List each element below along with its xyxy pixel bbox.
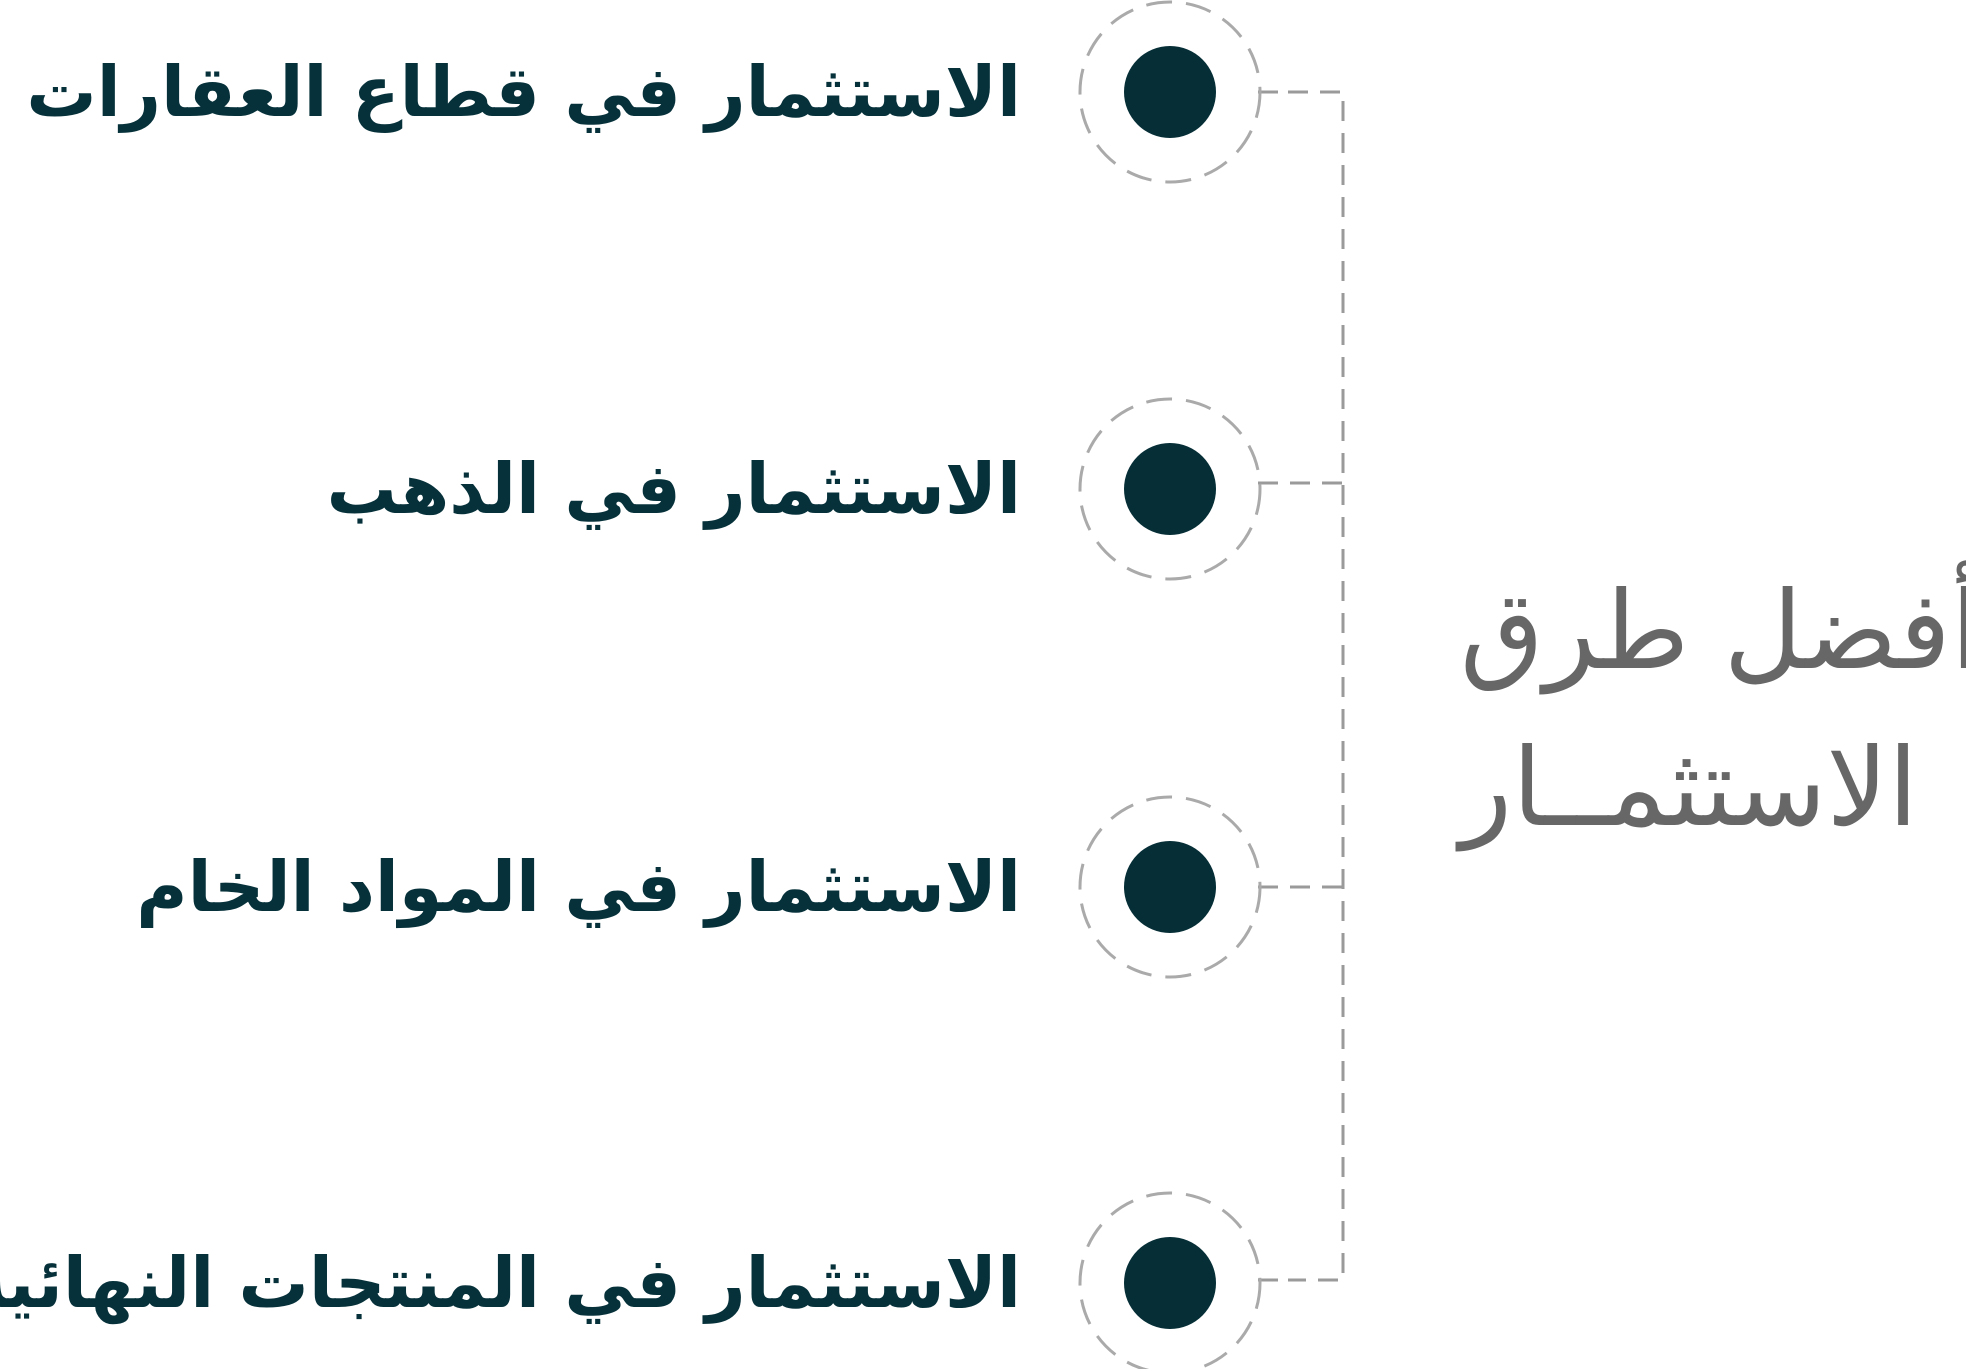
item-label-final-products: الاستثمار في المنتجات النهائية bbox=[0, 1242, 1021, 1324]
node-dot bbox=[1124, 443, 1216, 535]
node-dot bbox=[1124, 841, 1216, 933]
node-4 bbox=[1078, 1191, 1262, 1369]
node-3 bbox=[1078, 795, 1262, 979]
node-halo bbox=[1078, 795, 1262, 979]
title-line-1: أفضل طرق bbox=[1460, 569, 1966, 694]
title-line-2: الاستثمــار bbox=[1460, 726, 1919, 851]
node-2 bbox=[1078, 397, 1262, 581]
item-label-real-estate: الاستثمار في قطاع العقارات bbox=[26, 51, 1021, 133]
item-label-gold: الاستثمار في الذهب bbox=[326, 448, 1021, 530]
node-halo bbox=[1078, 397, 1262, 581]
node-halo bbox=[1078, 0, 1262, 184]
item-label-raw-materials: الاستثمار في المواد الخام bbox=[136, 846, 1021, 928]
node-dot bbox=[1124, 1237, 1216, 1329]
node-1 bbox=[1078, 0, 1262, 184]
bracket-connector bbox=[1288, 90, 1345, 1282]
node-dot bbox=[1124, 46, 1216, 138]
node-halo bbox=[1078, 1191, 1262, 1369]
